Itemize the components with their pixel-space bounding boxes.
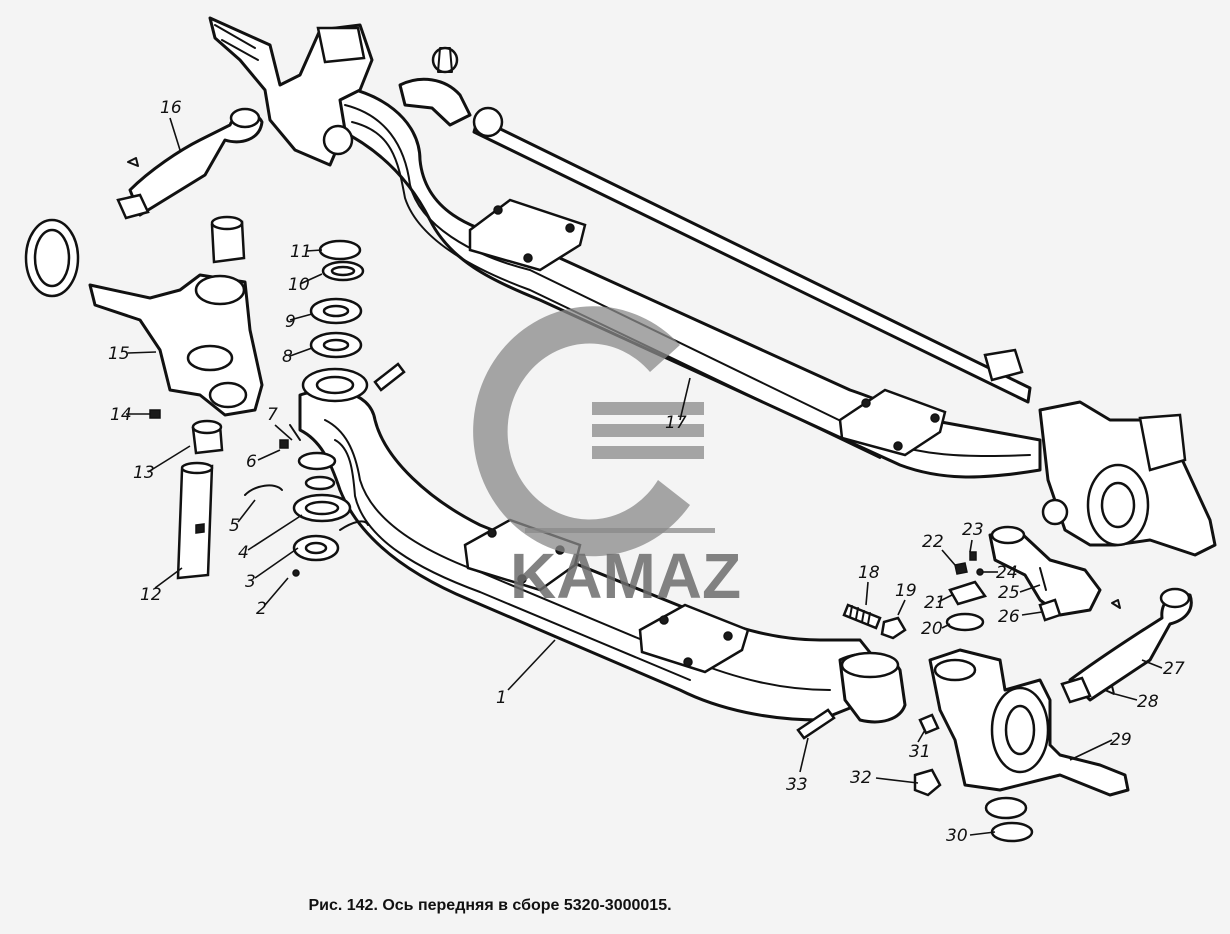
part-label-33: 33	[786, 775, 808, 795]
part-label-9: 9	[285, 312, 296, 332]
part-label-32: 32	[850, 768, 872, 788]
part-label-1: 1	[496, 688, 507, 708]
bolt-18-nut-19	[842, 603, 907, 640]
part-label-8: 8	[282, 347, 293, 367]
part-label-4: 4	[238, 543, 249, 563]
bearing-ring	[24, 218, 80, 298]
pin-and-bolt	[373, 362, 406, 392]
part-label-13: 13	[133, 463, 155, 483]
steering-arm	[398, 77, 472, 127]
king-pin-12-13	[149, 409, 224, 580]
part-label-12: 12	[140, 585, 162, 605]
part-label-23: 23	[962, 520, 984, 540]
part-label-20: 20	[921, 619, 943, 639]
tie-rod-end-16	[116, 107, 264, 220]
steering-knuckle-29	[913, 648, 1130, 843]
part-label-27: 27	[1163, 659, 1185, 679]
steering-knuckle-15	[88, 273, 264, 417]
watermark-text: KAMAZ	[510, 540, 741, 612]
part-label-11: 11	[290, 242, 312, 262]
leader-lines	[126, 117, 1163, 836]
part-label-28: 28	[1137, 692, 1159, 712]
lever-plate-20-26	[945, 525, 1121, 632]
part-label-30: 30	[946, 826, 968, 846]
part-label-10: 10	[288, 275, 310, 295]
figure-caption: Рис. 142. Ось передняя в сборе 5320-3000…	[308, 897, 672, 914]
kamaz-watermark: KAMAZ	[473, 306, 741, 612]
part-label-29: 29	[1110, 730, 1132, 750]
part-label-24: 24	[996, 563, 1018, 583]
part-label-18: 18	[858, 563, 880, 583]
part-label-19: 19	[895, 581, 917, 601]
part-label-6: 6	[246, 452, 257, 472]
part-number-labels: 1 2 3 4 5 6 7 8 9 10 11 12 13 14 15 16 1…	[108, 98, 1185, 846]
part-label-7: 7	[267, 405, 278, 425]
part-label-21: 21	[924, 593, 946, 613]
tie-rod-end-27	[1060, 587, 1193, 704]
part-label-31: 31	[909, 742, 931, 762]
bushing-top	[210, 215, 246, 264]
part-label-22: 22	[922, 532, 944, 552]
assembled-front-axle	[208, 16, 1217, 557]
part-label-26: 26	[998, 607, 1020, 627]
part-label-15: 15	[108, 344, 130, 364]
part-label-2: 2	[256, 599, 267, 619]
part-label-3: 3	[245, 572, 256, 592]
front-axle-beam	[298, 367, 907, 724]
part-label-25: 25	[998, 583, 1020, 603]
pin-33	[796, 708, 836, 740]
spring-pad	[468, 198, 587, 272]
part-label-5: 5	[229, 516, 240, 536]
part-label-17: 17	[665, 413, 687, 433]
part-label-14: 14	[110, 405, 132, 425]
part-label-16: 16	[160, 98, 182, 118]
